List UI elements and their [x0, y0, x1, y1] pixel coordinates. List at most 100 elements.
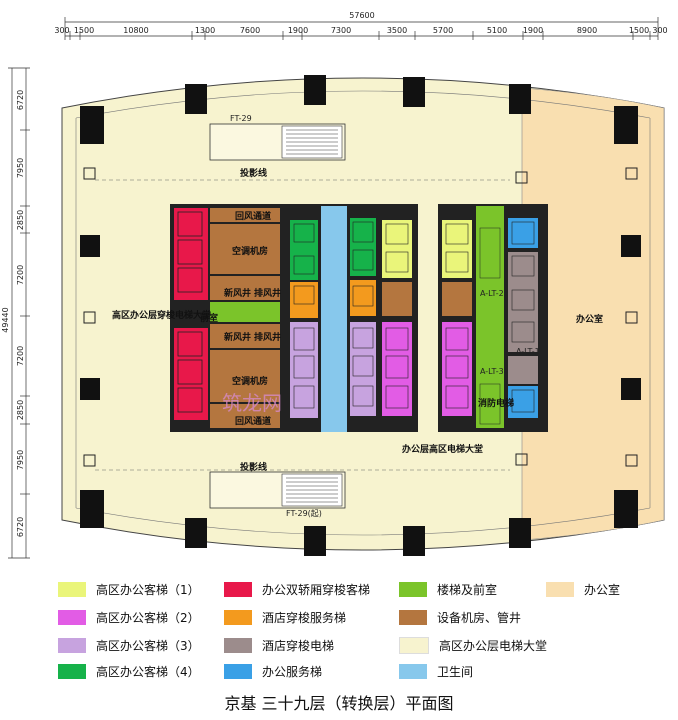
dim-seg: 5100 [487, 26, 507, 35]
dim-seg: 7950 [16, 450, 25, 470]
legend-item: 高区办公客梯（1） [58, 580, 200, 598]
ft29-bottom [209, 471, 346, 509]
total-height-label: 49440 [1, 307, 10, 332]
wc-corridor [321, 206, 347, 432]
ac-room-top-label: 空调机房 [232, 245, 268, 257]
floor-plan: 57600 300 1500 10800 1300 7600 1900 7300… [1, 11, 668, 559]
legend-swatch [58, 663, 86, 679]
facade-line-bottom [75, 507, 651, 536]
watermark: 筑龙网 [222, 391, 282, 415]
legend-swatch [546, 581, 574, 597]
legend-label: 酒店穿梭服务梯 [262, 610, 347, 625]
dim-seg: 300 [54, 26, 69, 35]
legend-label: 办公室 [584, 582, 621, 597]
total-width-label: 57600 [349, 11, 374, 20]
dim-seg: 1900 [523, 26, 543, 35]
ac-room-top [210, 224, 280, 274]
dim-seg: 10800 [123, 26, 148, 35]
dim-seg: 7200 [16, 346, 25, 366]
legend-item: 卫生间 [399, 662, 473, 680]
legend-swatch [399, 663, 427, 679]
legend-swatch [224, 663, 252, 679]
ft29-top [209, 123, 346, 161]
legend-swatch [224, 581, 252, 597]
return-air-bottom-label: 回风通道 [235, 415, 271, 427]
fire-elevator-label: 消防电梯 [478, 397, 514, 409]
dim-seg: 3500 [387, 26, 407, 35]
legend-item: 办公服务梯 [224, 662, 322, 680]
legend-item: 酒店穿梭服务梯 [224, 608, 346, 626]
lt1-label: A-LT-1 [516, 347, 540, 356]
legend-label: 高区办公客梯（3） [96, 638, 200, 653]
shadow-label-top: 投影线 [240, 167, 267, 179]
legend-label: 高区办公客梯（1） [96, 582, 200, 597]
fresh-shaft-bottom-label: 新风井 [224, 331, 251, 343]
shuttle-elevators-top [174, 208, 208, 300]
dim-seg: 1900 [288, 26, 308, 35]
high-office-lobby-label: 办公层高区电梯大堂 [402, 443, 483, 455]
left-segment-labels: 6720 7950 2850 7200 7200 2850 7950 6720 [16, 90, 25, 537]
dim-seg: 2850 [16, 400, 25, 420]
legend-item: 楼梯及前室 [399, 580, 497, 598]
ac-room-bottom [210, 350, 280, 402]
elevator-column-green [290, 220, 318, 418]
legend-swatch [58, 637, 86, 653]
legend: 高区办公客梯（1） 办公双轿厢穿梭客梯 楼梯及前室 办公室 高区办公客梯（2） … [0, 558, 678, 690]
elevator-column-mid [350, 218, 376, 416]
return-air-top [210, 208, 280, 222]
legend-item: 高区办公客梯（3） [58, 636, 200, 654]
dim-seg: 5700 [433, 26, 453, 35]
legend-label: 高区办公客梯（4） [96, 664, 200, 679]
shafts-top [210, 276, 280, 300]
shadow-label-bottom: 投影线 [240, 461, 267, 473]
legend-label: 楼梯及前室 [437, 582, 498, 597]
dim-seg: 7950 [16, 158, 25, 178]
lt2-label: A-LT-2 [480, 289, 504, 298]
legend-swatch [399, 609, 427, 625]
legend-label: 设备机房、管井 [437, 610, 522, 625]
top-dimension-chain [64, 17, 659, 40]
front-room-label: 前室 [200, 312, 218, 324]
legend-item: 设备机房、管井 [399, 608, 521, 626]
right-core-right-column [508, 218, 538, 418]
lt3-label: A-LT-3 [480, 367, 504, 376]
legend-item: 高区办公客梯（2） [58, 608, 200, 626]
legend-swatch [399, 636, 429, 654]
shuttle-elevators-bottom [174, 328, 208, 420]
legend-item: 高区办公客梯（4） [58, 662, 200, 680]
office-zone [521, 87, 665, 541]
dim-seg: 8900 [577, 26, 597, 35]
legend-label: 卫生间 [437, 664, 474, 679]
dim-seg: 7300 [331, 26, 351, 35]
dim-seg: 1300 [195, 26, 215, 35]
legend-swatch [58, 581, 86, 597]
small-columns [83, 167, 638, 467]
top-segment-labels: 300 1500 10800 1300 7600 1900 7300 3500 … [54, 26, 667, 35]
dim-seg: 6720 [16, 517, 25, 537]
legend-swatch [224, 637, 252, 653]
dim-seg: 300 [652, 26, 667, 35]
dim-seg: 7600 [240, 26, 260, 35]
legend-label: 办公服务梯 [262, 664, 323, 679]
left-dimension-chain [8, 67, 30, 559]
return-air-top-label: 回风通道 [235, 210, 271, 222]
legend-item: 高区办公层电梯大堂 [399, 636, 547, 654]
office-room-label: 办公室 [576, 313, 603, 325]
legend-swatch [399, 581, 427, 597]
facade-line-top [75, 90, 651, 119]
legend-item: 办公双轿厢穿梭客梯 [224, 580, 370, 598]
dim-seg: 1500 [629, 26, 649, 35]
elevator-column-right [382, 220, 412, 416]
structural-columns [80, 75, 641, 556]
exhaust-shaft-top-label: 排风井 [254, 287, 281, 299]
ft29-bottom-label: FT-29(起) [286, 509, 322, 518]
legend-label: 办公双轿厢穿梭客梯 [262, 582, 371, 597]
legend-item: 办公室 [546, 580, 620, 598]
legend-label: 高区办公客梯（2） [96, 610, 200, 625]
legend-item: 酒店穿梭电梯 [224, 636, 334, 654]
exhaust-shaft-bottom-label: 排风井 [254, 331, 281, 343]
dim-seg: 7200 [16, 265, 25, 285]
legend-label: 高区办公层电梯大堂 [439, 638, 548, 653]
high-shuttle-lobby-label: 高区办公层穿梭电梯大堂 [112, 309, 211, 321]
dim-seg: 6720 [16, 90, 25, 110]
